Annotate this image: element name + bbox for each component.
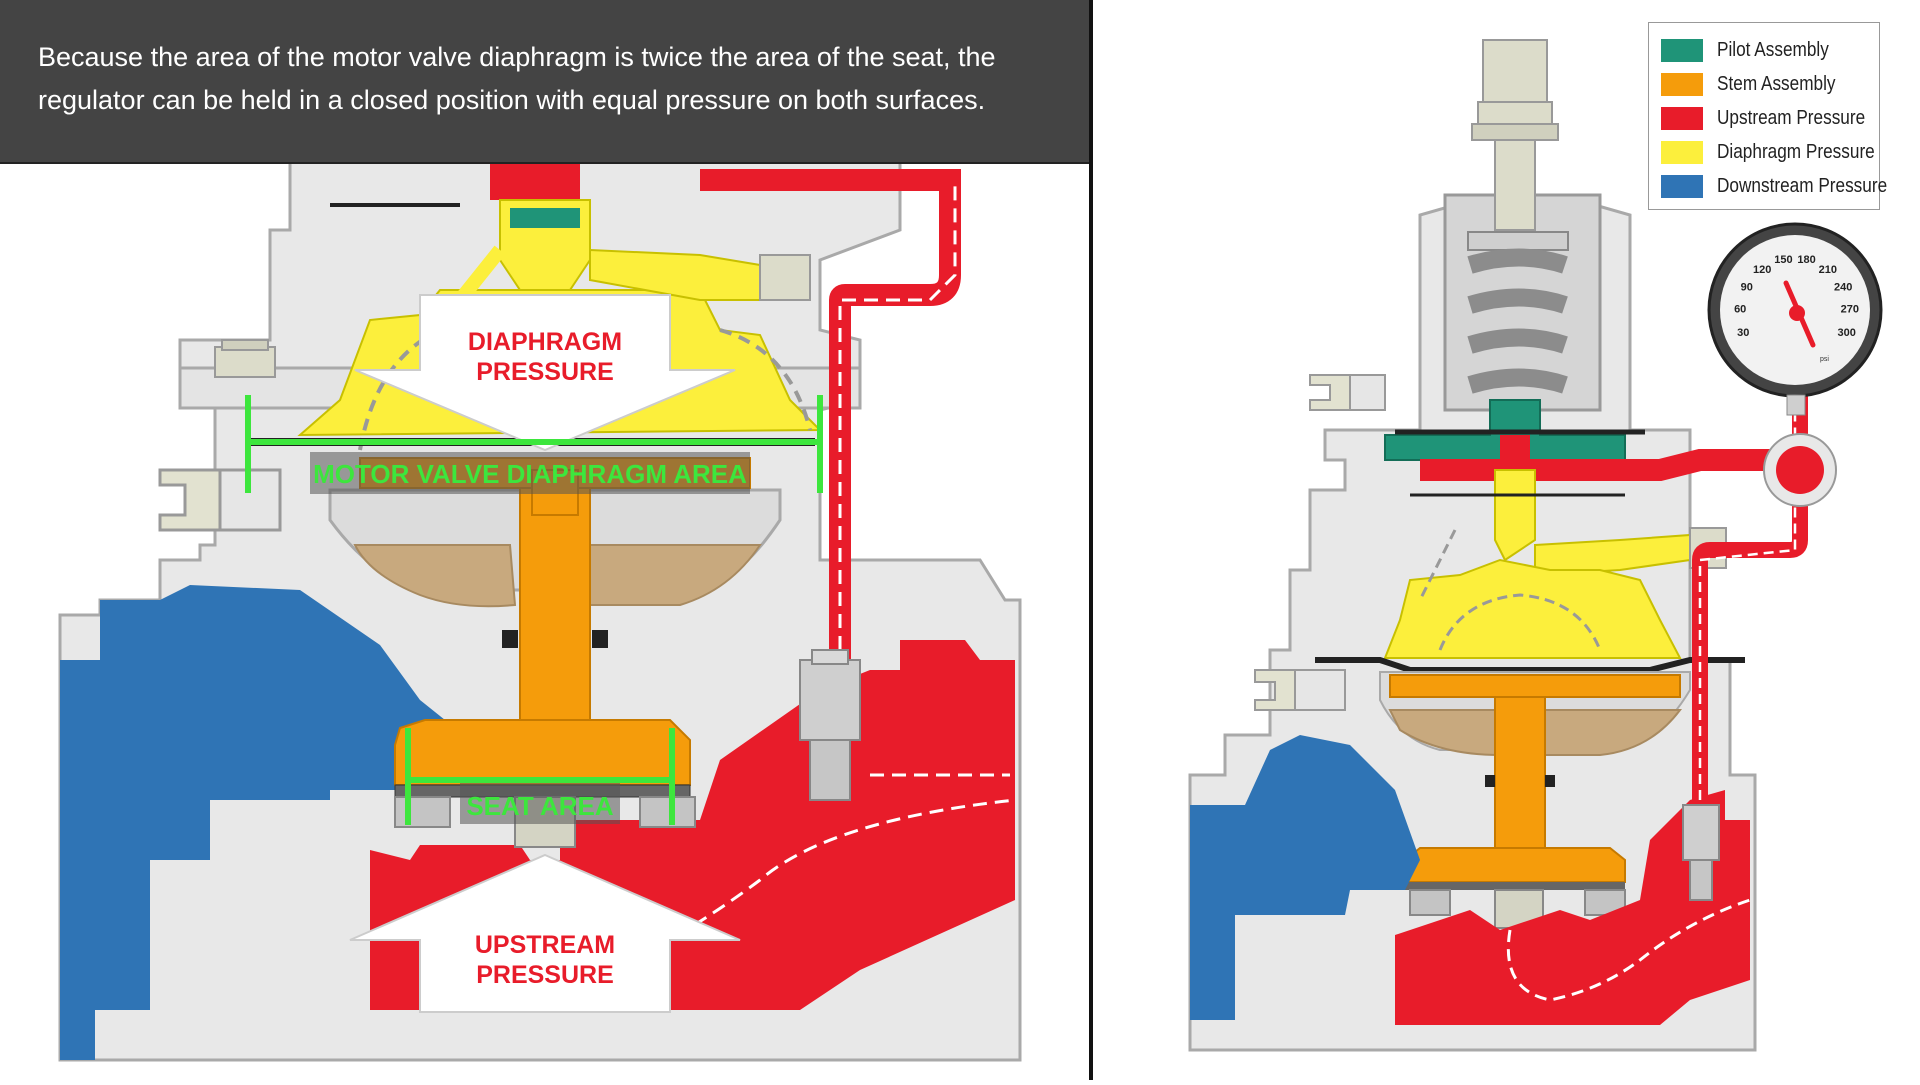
gauge-tick-label: 120 bbox=[1753, 264, 1771, 276]
right-stem-guide-right bbox=[1545, 775, 1555, 787]
legend-label: Diaphragm Pressure bbox=[1717, 140, 1875, 163]
diaphragm-pressure-label-1: DIAPHRAGM bbox=[468, 328, 622, 356]
legend-item-stem-assembly: Stem Assembly bbox=[1661, 71, 1855, 97]
left-side-fitting bbox=[158, 468, 282, 532]
panel-divider bbox=[1089, 0, 1093, 1080]
legend-swatch bbox=[1661, 174, 1703, 198]
left-upstream-pipe-dash bbox=[838, 180, 957, 650]
right-upstream-region bbox=[1395, 790, 1750, 1025]
legend-swatch bbox=[1661, 38, 1703, 62]
legend-swatch bbox=[1661, 72, 1703, 96]
right-downstream-region bbox=[1190, 735, 1420, 1020]
left-tan-right bbox=[579, 544, 762, 606]
right-upstream-pipe bbox=[1692, 390, 1808, 810]
gauge-stem bbox=[1786, 394, 1806, 416]
left-seat-ring-left bbox=[394, 796, 451, 828]
right-seat-plate bbox=[1405, 882, 1625, 890]
legend: Pilot Assembly Stem Assembly Upstream Pr… bbox=[1648, 22, 1887, 210]
left-pilot-fitting bbox=[759, 254, 811, 301]
seat-area-measure: SEAT AREA bbox=[405, 728, 675, 825]
legend-label: Downstream Pressure bbox=[1717, 174, 1888, 197]
right-pilot-yellow bbox=[1494, 469, 1536, 562]
left-stem-guide-left bbox=[502, 630, 518, 648]
diaphragm-pressure-arrow: DIAPHRAGM PRESSURE bbox=[354, 294, 736, 452]
gauge-tick-label: 210 bbox=[1819, 264, 1837, 276]
gauge-unit-label: psi bbox=[1820, 356, 1829, 363]
right-stem-guide-left bbox=[1485, 775, 1495, 787]
right-stem-plate bbox=[1389, 674, 1681, 698]
upstream-pressure-label-1: UPSTREAM bbox=[475, 931, 615, 959]
gauge-hub bbox=[1789, 305, 1805, 321]
upstream-pressure-arrow: UPSTREAM PRESSURE bbox=[349, 853, 741, 1013]
right-pipe-fitting bbox=[1682, 804, 1720, 901]
right-tan-right bbox=[1544, 709, 1683, 756]
diaphragm-pressure-label-2: PRESSURE bbox=[476, 358, 614, 386]
right-upstream-pipe-dash bbox=[1698, 400, 1797, 800]
legend-item-diaphragm-pressure: Diaphragm Pressure bbox=[1661, 139, 1900, 165]
right-stem-disc bbox=[1404, 847, 1626, 883]
motor-valve-label-bg bbox=[310, 452, 750, 494]
caption-box: Because the area of the motor valve diap… bbox=[0, 0, 1090, 164]
legend-label: Upstream Pressure bbox=[1717, 106, 1866, 129]
legend-item-pilot-assembly: Pilot Assembly bbox=[1661, 37, 1847, 63]
legend-item-downstream-pressure: Downstream Pressure bbox=[1661, 173, 1915, 199]
gauge-tick-label: 180 bbox=[1797, 254, 1815, 266]
left-stem-guide-right bbox=[592, 630, 608, 648]
legend-label: Pilot Assembly bbox=[1717, 38, 1829, 61]
right-left-fitting-2 bbox=[1254, 669, 1346, 711]
legend-swatch bbox=[1661, 106, 1703, 130]
left-upstream-flow-dash bbox=[559, 798, 1016, 1002]
right-diaphragm-pressure-zone bbox=[1383, 558, 1682, 659]
upstream-pressure-label-2: PRESSURE bbox=[476, 961, 614, 989]
left-stem-shaft bbox=[519, 487, 591, 724]
seat-area-label: SEAT AREA bbox=[466, 791, 614, 821]
right-upstream-flow-dash bbox=[1506, 898, 1751, 1002]
right-diaphragm-dash bbox=[1418, 529, 1602, 651]
seat-area-label-bg bbox=[460, 782, 620, 824]
gauge-tick-label: 150 bbox=[1774, 254, 1792, 266]
caption-line-1: Because the area of the motor valve diap… bbox=[38, 42, 996, 72]
left-cutaway: DIAPHRAGM PRESSURE UPSTREAM PRESSURE MOT… bbox=[58, 148, 1022, 1062]
left-downstream-region bbox=[60, 585, 470, 1060]
left-pilot-green bbox=[510, 208, 580, 228]
gauge-tick-label: 90 bbox=[1741, 281, 1753, 293]
gauge-tick-label: 30 bbox=[1737, 327, 1749, 339]
right-stem-shaft bbox=[1494, 696, 1546, 850]
right-seat-ring-left bbox=[1409, 889, 1451, 916]
gauge-tick-label: 240 bbox=[1834, 281, 1852, 293]
left-tan-left bbox=[353, 544, 517, 608]
left-bolt-top bbox=[214, 339, 276, 378]
caption-text: Because the area of the motor valve diap… bbox=[38, 36, 1068, 122]
gauge-tick-label: 300 bbox=[1838, 327, 1856, 339]
right-left-fitting-1 bbox=[1309, 374, 1386, 411]
motor-valve-area-label: MOTOR VALVE DIAPHRAGM AREA bbox=[313, 459, 747, 489]
right-upstream-pilot-path bbox=[1420, 449, 1800, 481]
legend-item-upstream-pressure: Upstream Pressure bbox=[1661, 105, 1889, 131]
gauge-tick-label: 270 bbox=[1841, 304, 1859, 316]
left-pipe-fitting bbox=[799, 649, 861, 801]
right-spring bbox=[1467, 231, 1569, 394]
left-seat-ring-right bbox=[639, 796, 696, 828]
legend-label: Stem Assembly bbox=[1717, 72, 1836, 95]
caption-line-2: regulator can be held in a closed positi… bbox=[38, 85, 986, 115]
gauge-tick-label: 60 bbox=[1734, 304, 1746, 316]
legend-swatch bbox=[1661, 140, 1703, 164]
motor-valve-diaphragm-area-measure: MOTOR VALVE DIAPHRAGM AREA bbox=[245, 395, 823, 494]
right-adjusting-screw bbox=[1471, 39, 1559, 231]
left-stem-disc bbox=[394, 719, 691, 786]
right-gauge-tee-core bbox=[1776, 446, 1824, 494]
left-pilot-tube bbox=[454, 245, 506, 305]
